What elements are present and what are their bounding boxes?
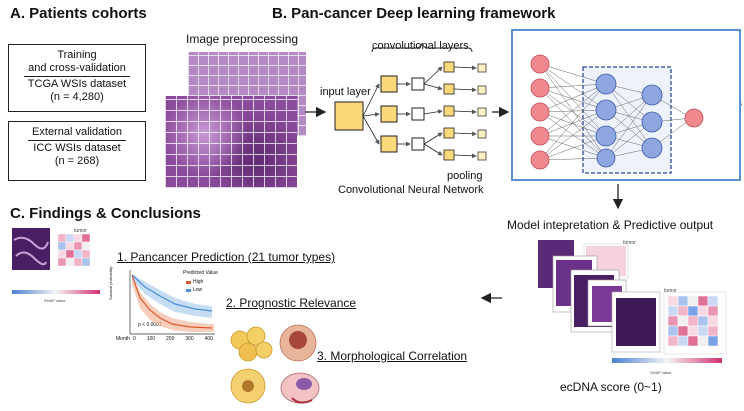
cnn-caption: Convolutional Neural Network xyxy=(338,184,484,196)
image-preprocessing-label: Image preprocessing xyxy=(186,32,299,46)
section-b-title: B. Pan-cancer Deep learning framework xyxy=(272,5,556,22)
finding-pancancer: 1. Pancancer Prediction (21 tumor types) xyxy=(117,250,336,264)
external-line1: External validation xyxy=(28,126,126,141)
dnn-output-node xyxy=(684,108,704,128)
dnn-caption: Deep Neural Network xyxy=(586,170,673,180)
conv-layers-label: convolutional layers xyxy=(372,40,469,52)
km-legend-high: High xyxy=(193,279,204,285)
output-wsi-1 xyxy=(538,240,574,288)
km-legend-swatch-high xyxy=(186,281,191,284)
training-line2: and cross-validation xyxy=(24,62,130,77)
dnn-input-nodes xyxy=(530,54,550,170)
cnn-conv-layer-1 xyxy=(380,75,398,153)
km-pvalue: p < 0.0001 xyxy=(138,322,162,328)
training-line3: TCGA WSIs dataset xyxy=(27,78,127,90)
km-x-label: Month xyxy=(116,336,130,342)
section-c-title: C. Findings & Conclusions xyxy=(10,205,201,222)
cnn-input-layer-label: input layer xyxy=(320,86,371,98)
output-colorbar xyxy=(612,358,722,363)
km-x-tick: 400 xyxy=(204,336,213,342)
cell-sphere-icon xyxy=(279,324,317,362)
cell-cluster-icon xyxy=(230,326,273,362)
training-cohort-box: Training and cross-validation TCGA WSIs … xyxy=(8,44,146,112)
hidden-layers-label: hidden layers xyxy=(598,55,664,67)
output-layers-label: output layers xyxy=(679,97,742,109)
dnn-hidden-nodes-2 xyxy=(641,84,663,159)
interpretation-label: Model intepretation & Predictive output xyxy=(507,218,714,232)
output-shap-label: SHAP value xyxy=(650,370,672,375)
finding-prognostic: 2. Prognostic Relevance xyxy=(226,296,357,310)
training-line4: (n = 4,280) xyxy=(50,91,104,103)
dnn-connections xyxy=(539,63,693,161)
pooling-label: pooling xyxy=(447,170,483,182)
output-heatmap-title: tumor xyxy=(623,240,636,246)
output-panels xyxy=(538,240,727,355)
mini-heatmap xyxy=(57,233,91,267)
km-x-tick: 0 xyxy=(133,336,136,342)
cell-round-icon xyxy=(230,368,266,404)
mini-heatmap-title: tumor xyxy=(74,228,87,234)
km-x-tick: 200 xyxy=(166,336,175,342)
training-line1: Training xyxy=(57,49,97,61)
km-x-tick: 300 xyxy=(185,336,194,342)
km-x-ticks: 0 100 200 300 400 xyxy=(133,336,213,342)
section-a-title: A. Patients cohorts xyxy=(10,5,147,22)
cnn-input-square xyxy=(334,101,364,131)
cnn-pool-layer xyxy=(477,63,487,161)
mini-colorbar xyxy=(12,290,100,294)
dnn-hidden-nodes-1 xyxy=(595,73,617,168)
km-y-label: Survival probability xyxy=(108,266,113,300)
km-legend-title: Predicted Value xyxy=(183,270,218,276)
finding-morphological: 3. Morphological Correlation xyxy=(317,349,468,363)
cell-illustrations xyxy=(230,324,320,404)
external-cohort-box: External validation ICC WSIs dataset (n … xyxy=(8,121,146,181)
dnn-input-layer-label: input layer xyxy=(521,46,572,58)
cell-dividing-icon xyxy=(280,372,320,404)
output-heatmap-title-2: tumor xyxy=(664,288,677,294)
cnn-connections xyxy=(362,65,477,159)
km-legend-swatch-low xyxy=(186,289,191,292)
wsi-tiles-front xyxy=(165,96,297,188)
cnn-conv-layer-2 xyxy=(411,77,425,151)
mini-shap-label: SHAP value xyxy=(44,298,66,303)
external-line2: ICC WSIs dataset xyxy=(33,142,121,154)
km-x-tick: 100 xyxy=(146,336,156,342)
mini-wsi xyxy=(12,228,50,270)
ecdna-score-label: ecDNA score (0~1) xyxy=(560,380,662,394)
hidden-layers-box xyxy=(582,66,672,174)
km-legend-low: Low xyxy=(193,287,203,293)
external-line3: (n = 268) xyxy=(54,155,100,167)
output-heatmap xyxy=(667,295,719,347)
cnn-conv-layer-3 xyxy=(443,61,455,161)
